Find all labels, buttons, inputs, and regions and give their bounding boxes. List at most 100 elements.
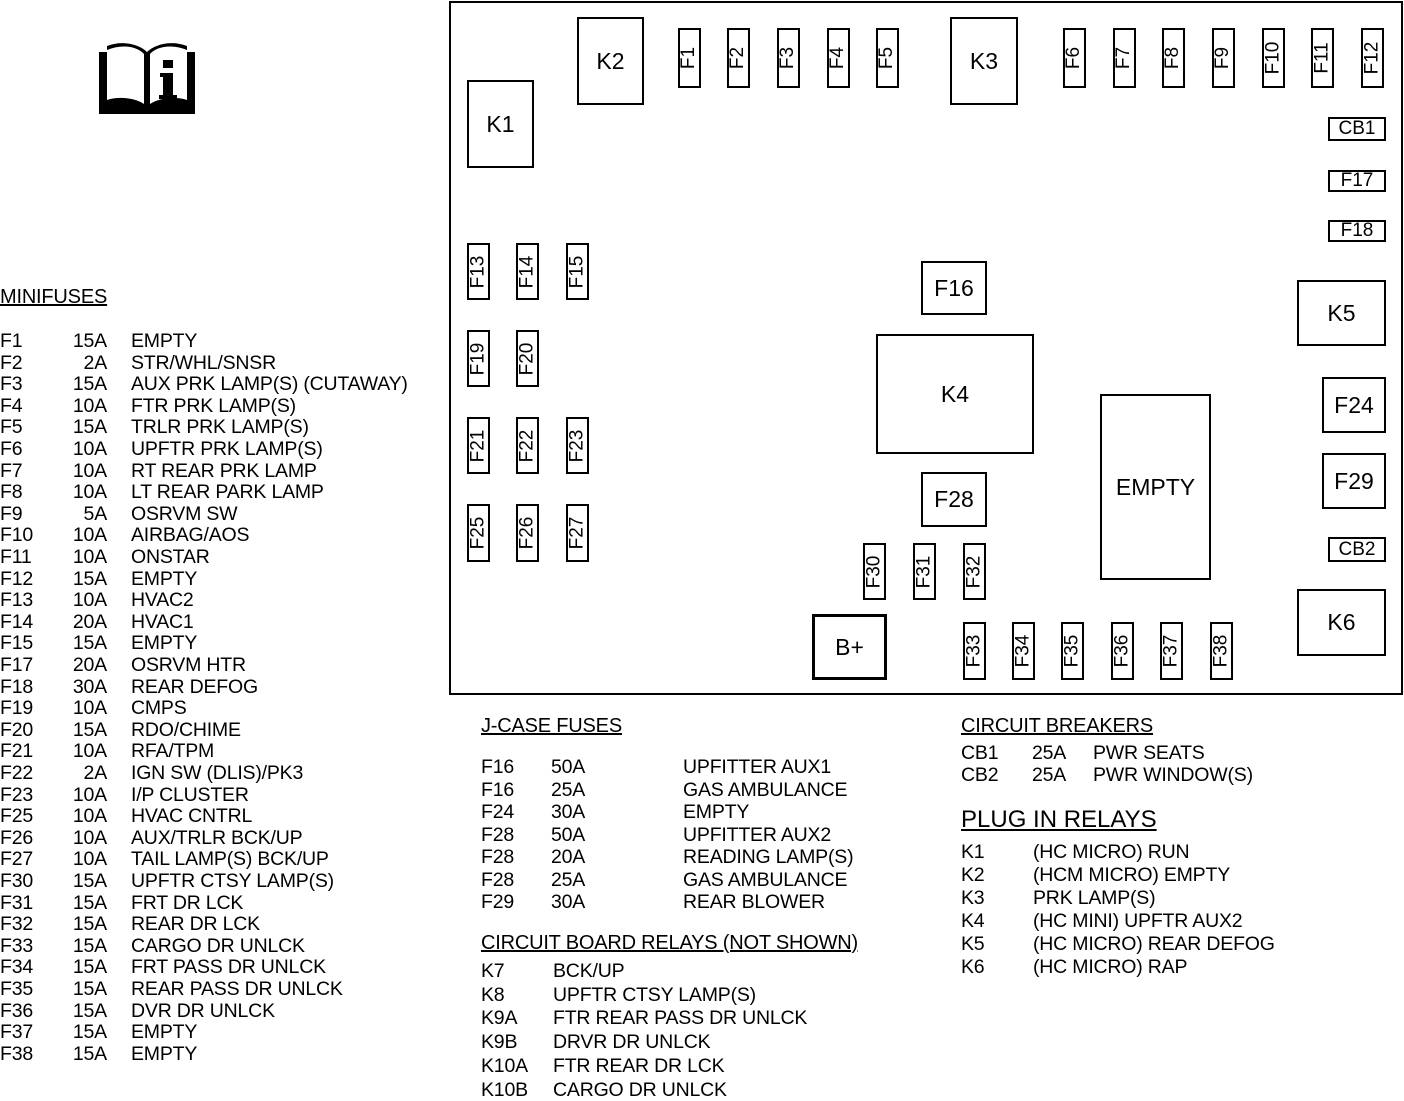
legend-desc: STR/WHL/SNSR bbox=[131, 352, 276, 374]
legend-desc: PRK LAMP(S) bbox=[1033, 887, 1156, 909]
legend-amp: 15A bbox=[72, 870, 107, 892]
legend-id: F32 bbox=[0, 913, 34, 935]
legend-desc: ONSTAR bbox=[131, 546, 210, 568]
legend-desc: UPFTR CTSY LAMP(S) bbox=[131, 870, 334, 892]
legend-id: F31 bbox=[0, 892, 34, 914]
legend-id: F14 bbox=[0, 611, 34, 633]
legend-desc: UPFTR PRK LAMP(S) bbox=[131, 438, 323, 460]
legend-amp: 30A bbox=[72, 676, 107, 698]
legend-id: K9B bbox=[481, 1031, 518, 1053]
legend-amp: 15A bbox=[72, 373, 107, 395]
minifuse-f21: F21 bbox=[467, 417, 490, 474]
legend-id: F16 bbox=[481, 779, 515, 801]
minifuse-f6: F6 bbox=[1063, 28, 1086, 88]
legend-desc: HVAC2 bbox=[131, 589, 194, 611]
legend-amp: 15A bbox=[72, 1021, 107, 1043]
legend-id: F12 bbox=[0, 568, 34, 590]
legend-id: F5 bbox=[0, 416, 23, 438]
plug-relays-heading: PLUG IN RELAYS bbox=[961, 806, 1157, 833]
legend-desc: (HC MINI) UPFTR AUX2 bbox=[1033, 910, 1243, 932]
breaker-cb1: CB1 bbox=[1328, 117, 1386, 141]
fuse-box-outline bbox=[449, 1, 1403, 695]
legend-desc: TRLR PRK LAMP(S) bbox=[131, 416, 309, 438]
jcase-fuse-f24: F24 bbox=[1322, 377, 1386, 433]
legend-amp: 10A bbox=[72, 438, 107, 460]
legend-id: K8 bbox=[481, 984, 505, 1006]
empty-relay-slot: EMPTY bbox=[1100, 394, 1211, 580]
legend-id: F1 bbox=[0, 330, 23, 352]
legend-id: K5 bbox=[961, 933, 985, 955]
legend-id: F16 bbox=[481, 756, 515, 778]
legend-amp: 30A bbox=[551, 801, 586, 823]
legend-desc: EMPTY bbox=[131, 632, 198, 654]
relay-k2: K2 bbox=[577, 17, 644, 105]
minifuse-f2: F2 bbox=[727, 28, 750, 88]
minifuse-f33: F33 bbox=[963, 622, 986, 680]
legend-desc: RDO/CHIME bbox=[131, 719, 241, 741]
minifuse-f11: F11 bbox=[1311, 28, 1334, 88]
legend-id: F34 bbox=[0, 956, 34, 978]
legend-desc: FTR PRK LAMP(S) bbox=[131, 395, 296, 417]
legend-desc: PWR WINDOW(S) bbox=[1093, 764, 1253, 786]
relay-k4: K4 bbox=[876, 334, 1034, 454]
legend-amp: 25A bbox=[1032, 764, 1067, 786]
minifuse-f8: F8 bbox=[1162, 28, 1185, 88]
legend-id: K6 bbox=[961, 956, 985, 978]
legend-id: F9 bbox=[0, 503, 23, 525]
legend-desc: (HCM MICRO) EMPTY bbox=[1033, 864, 1230, 886]
minifuse-f36: F36 bbox=[1111, 622, 1134, 680]
minifuse-f1: F1 bbox=[678, 28, 701, 88]
minifuse-f37: F37 bbox=[1160, 622, 1183, 680]
legend-desc: UPFITTER AUX2 bbox=[683, 824, 832, 846]
legend-id: F17 bbox=[0, 654, 34, 676]
legend-id: F28 bbox=[481, 846, 515, 868]
jcase-fuse-f16: F16 bbox=[921, 261, 987, 315]
legend-amp: 25A bbox=[551, 779, 586, 801]
legend-id: F11 bbox=[0, 546, 32, 568]
board-relays-heading: CIRCUIT BOARD RELAYS (NOT SHOWN) bbox=[481, 932, 858, 954]
relay-k6: K6 bbox=[1297, 589, 1386, 656]
legend-amp: 25A bbox=[551, 869, 586, 891]
legend-amp: 30A bbox=[551, 891, 586, 913]
legend-id: K4 bbox=[961, 910, 985, 932]
legend-amp: 2A bbox=[83, 762, 108, 784]
relay-k1: K1 bbox=[467, 80, 534, 168]
legend-id: F19 bbox=[0, 697, 34, 719]
legend-desc: REAR BLOWER bbox=[683, 891, 825, 913]
legend-id: F7 bbox=[0, 460, 23, 482]
legend-id: K3 bbox=[961, 887, 985, 909]
legend-amp: 15A bbox=[72, 1000, 107, 1022]
minifuse-f20: F20 bbox=[516, 330, 539, 387]
minifuse-f14: F14 bbox=[516, 243, 539, 300]
minifuse-f35: F35 bbox=[1061, 622, 1084, 680]
legend-id: F25 bbox=[0, 805, 34, 827]
legend-desc: EMPTY bbox=[131, 568, 198, 590]
legend-desc: FRT PASS DR UNLCK bbox=[131, 956, 326, 978]
legend-desc: LT REAR PARK LAMP bbox=[131, 481, 324, 503]
legend-amp: 2A bbox=[83, 352, 108, 374]
legend-id: F15 bbox=[0, 632, 34, 654]
minifuse-f4: F4 bbox=[827, 28, 850, 88]
legend-id: K9A bbox=[481, 1007, 518, 1029]
legend-desc: FTR REAR PASS DR UNLCK bbox=[553, 1007, 808, 1029]
minifuse-f18: F18 bbox=[1328, 220, 1386, 242]
legend-id: K10A bbox=[481, 1055, 528, 1077]
minifuse-f23: F23 bbox=[566, 417, 589, 474]
legend-amp: 10A bbox=[72, 848, 107, 870]
legend-desc: UPFTR CTSY LAMP(S) bbox=[553, 984, 756, 1006]
legend-desc: REAR PASS DR UNLCK bbox=[131, 978, 343, 1000]
legend-amp: 15A bbox=[72, 330, 107, 352]
breakers-heading: CIRCUIT BREAKERS bbox=[961, 715, 1154, 737]
jcase-fuse-f29: F29 bbox=[1322, 453, 1386, 509]
legend-id: F37 bbox=[0, 1021, 34, 1043]
minifuse-f22: F22 bbox=[516, 417, 539, 474]
legend-desc: (HC MICRO) REAR DEFOG bbox=[1033, 933, 1275, 955]
legend-desc: IGN SW (DLIS)/PK3 bbox=[131, 762, 304, 784]
legend-desc: RT REAR PRK LAMP bbox=[131, 460, 317, 482]
minifuse-f38: F38 bbox=[1210, 622, 1233, 680]
legend-desc: OSRVM SW bbox=[131, 503, 238, 525]
legend-desc: DRVR DR UNLCK bbox=[553, 1031, 711, 1053]
legend-id: F35 bbox=[0, 978, 34, 1000]
legend-desc: OSRVM HTR bbox=[131, 654, 246, 676]
legend-amp: 50A bbox=[551, 824, 586, 846]
